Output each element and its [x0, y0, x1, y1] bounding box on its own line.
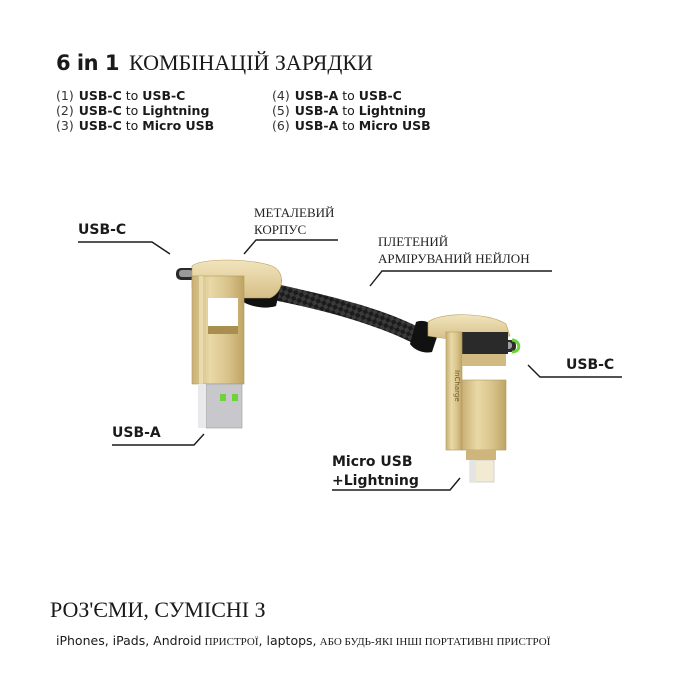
page-title: 6 in 1 КОМБІНАЦІЙ ЗАРЯДКИ — [56, 50, 373, 76]
compatibility-list: iPhones, iPads, Android ПРИСТРОЇ, laptop… — [56, 633, 551, 648]
label-micro-usb-lightning: Micro USB +Lightning — [332, 454, 419, 489]
label-usb-c-left: USB-C — [78, 222, 127, 238]
leader-nylon — [369, 270, 552, 287]
right-connector: InCharge — [427, 314, 521, 483]
label-usb-c-right: USB-C — [566, 357, 615, 373]
brand-engraving: InCharge — [453, 370, 461, 402]
combination-item: (6)USB-A to Micro USB — [272, 118, 431, 133]
leader-usb-c-left — [78, 241, 171, 255]
title-rest: КОМБІНАЦІЙ ЗАРЯДКИ — [129, 50, 373, 75]
leader-micro-lightning — [332, 477, 461, 491]
leader-metal-body — [243, 239, 338, 255]
combination-item: (2)USB-C to Lightning — [56, 103, 210, 118]
combination-item: (1)USB-C to USB-C — [56, 88, 186, 103]
leader-usb-c-right — [527, 364, 622, 378]
leader-lines — [78, 239, 622, 491]
label-metal-body: МЕТАЛЕВИЙ КОРПУС — [254, 205, 335, 237]
label-braided-nylon: ПЛЕТЕНИЙ АРМІРУВАНИЙ НЕЙЛОН — [378, 234, 530, 266]
label-usb-a: USB-A — [112, 425, 161, 441]
leader-usb-a — [112, 433, 205, 446]
title-bold: 6 in 1 — [56, 51, 120, 75]
combination-item: (5)USB-A to Lightning — [272, 103, 426, 118]
combination-item: (3)USB-C to Micro USB — [56, 118, 215, 133]
left-connector — [176, 259, 282, 429]
combinations-list-right: (4)USB-A to USB-C (5)USB-A to Lightning … — [272, 88, 431, 133]
combination-item: (4)USB-A to USB-C — [272, 88, 402, 103]
combinations-list-left: (1)USB-C to USB-C (2)USB-C to Lightning … — [56, 88, 214, 133]
compatibility-title: РОЗ'ЄМИ, СУМІСНІ З — [50, 597, 266, 622]
